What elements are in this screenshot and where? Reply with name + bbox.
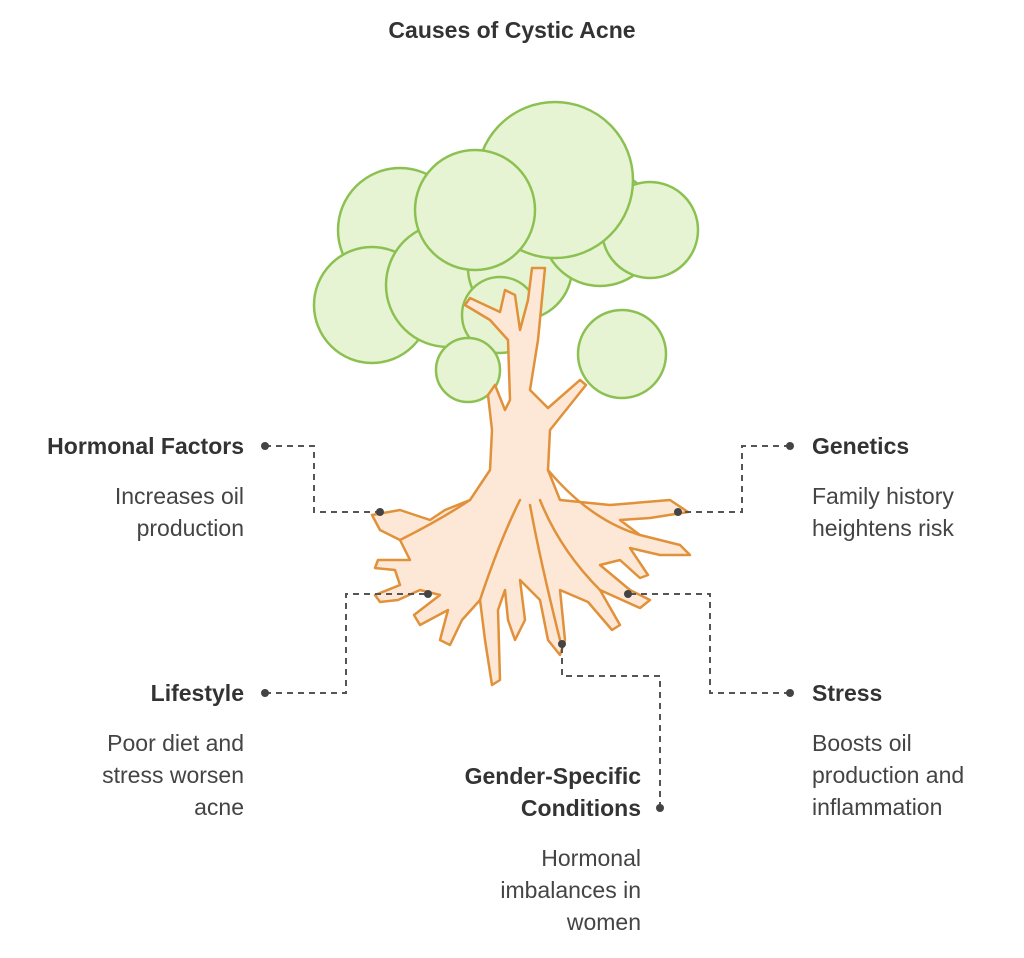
cause-gender-specific-conditions: Gender-Specific Conditions Hormonal imba… [401,760,641,938]
diagram-title: Causes of Cystic Acne [388,17,636,43]
genetics-connector [678,445,790,513]
cause-description: Boosts oil production and inflammation [812,727,1022,823]
description-line: inflammation [812,794,943,820]
lifestyle-connector [265,593,428,694]
cause-stress: Stress Boosts oil production and inflamm… [812,677,1022,823]
cause-heading: Gender-Specific Conditions [401,760,641,824]
cause-lifestyle: Lifestyle Poor diet and stress worsen ac… [14,677,244,823]
cause-heading: Genetics [812,433,910,459]
description-line: stress worsen [102,762,244,788]
tree-foliage [312,100,700,404]
description-line: Family history [812,483,954,509]
cause-heading: Hormonal Factors [47,433,244,459]
description-line: Hormonal [541,845,641,871]
hormonal-connector [265,445,380,513]
description-line: Boosts oil [812,730,912,756]
description-line: production and [812,762,965,788]
description-line: Poor diet and [107,730,244,756]
description-line: production [136,515,244,541]
description-line: women [566,909,641,935]
cause-description: Increases oil production [0,480,244,544]
gender-connector [561,644,661,808]
cause-description: Poor diet and stress worsen acne [14,727,244,823]
connector-dots [261,442,794,812]
cause-heading: Stress [812,680,883,706]
heading-line: Conditions [520,795,641,821]
cause-description: Family history heightens risk [812,480,1022,544]
stress-connector [628,593,790,694]
tree-trunk-and-roots [370,266,692,687]
cause-genetics: Genetics Family history heightens risk [812,430,1022,544]
cause-hormonal-factors: Hormonal Factors Increases oil productio… [0,430,244,544]
description-line: acne [194,794,244,820]
connector-lines [265,445,790,808]
description-line: Increases oil [114,483,244,509]
cause-description: Hormonal imbalances in women [401,842,641,938]
description-line: imbalances in [500,877,641,903]
description-line: heightens risk [812,515,954,541]
cause-heading: Lifestyle [150,680,244,706]
heading-line: Gender-Specific [464,763,641,789]
